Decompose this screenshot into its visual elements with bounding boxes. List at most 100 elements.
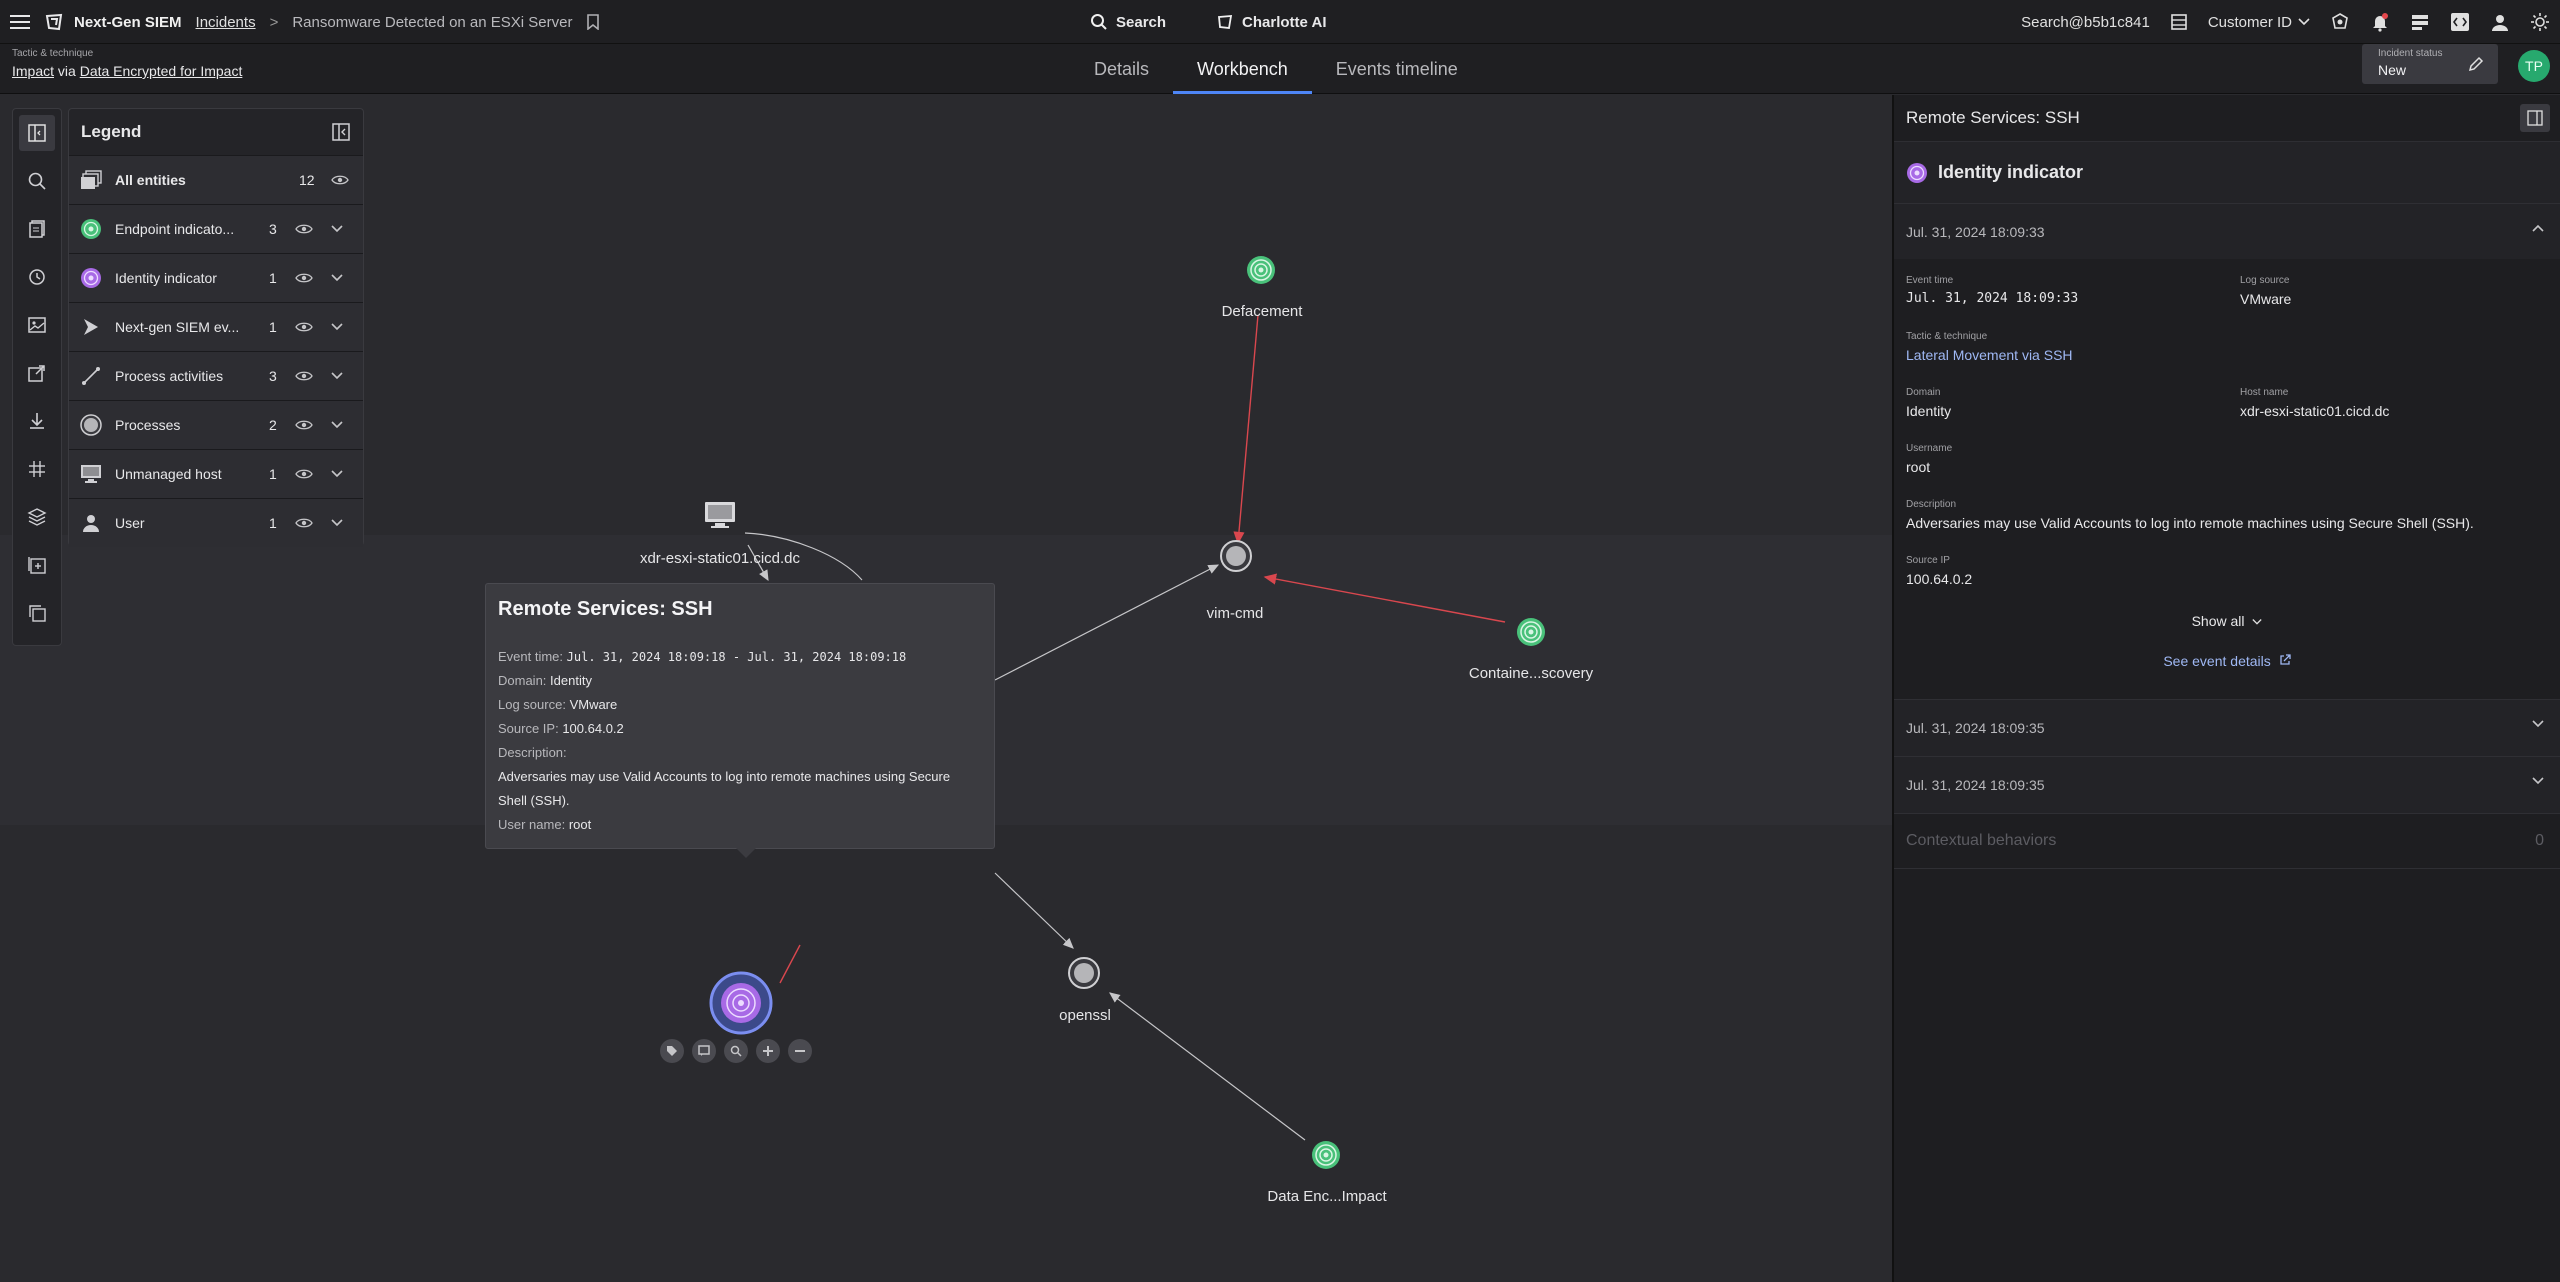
add-to-button[interactable] [19,547,55,583]
show-all-button[interactable]: Show all [1894,613,2560,629]
identity-indicator-title: Identity indicator [1938,162,2084,182]
bookmark-icon[interactable] [586,14,600,30]
app-brand[interactable]: Next-Gen SIEM [44,12,182,32]
legend-count: 1 [269,515,277,531]
layers-button[interactable] [19,499,55,535]
tab-workbench[interactable]: Workbench [1173,44,1312,94]
eye-icon[interactable] [295,272,313,284]
chevron-down-icon[interactable] [331,274,343,282]
field-event-time: Jul. 31, 2024 18:09:33 [1906,291,2079,306]
tooltip-source-ip: 100.64.0.2 [562,721,624,736]
documents-button[interactable] [19,211,55,247]
theme-toggle-icon[interactable] [2530,12,2550,32]
detail-panel: Remote Services: SSH Identity indicator … [1892,95,2560,1282]
node-unmanaged-host[interactable] [703,500,737,530]
history-button[interactable] [19,259,55,295]
legend-row-endpoint-indicator[interactable]: Endpoint indicato... 3 [69,204,363,253]
collapse-action-button[interactable] [788,1039,812,1063]
legend-row-siem-event[interactable]: Next-gen SIEM ev... 1 [69,302,363,351]
legend-row-identity-indicator[interactable]: Identity indicator 1 [69,253,363,302]
app-name: Next-Gen SIEM [74,13,182,31]
tactic-link[interactable]: Impact [12,63,55,79]
node-defacement[interactable] [1246,255,1276,285]
field-tactic-technique-link[interactable]: Lateral Movement via SSH [1906,347,2073,363]
copy-icon [29,605,46,622]
share-button[interactable] [19,355,55,391]
legend-row-user[interactable]: User 1 [69,498,363,547]
user-account-email[interactable]: Search@b5b1c841 [2021,13,2150,31]
node-container-discovery[interactable] [1516,617,1546,647]
eye-icon[interactable] [295,419,313,431]
legend-row-processes[interactable]: Processes 2 [69,400,363,449]
process-node-icon [1068,957,1100,989]
incident-status-field[interactable]: Incident status New [2362,44,2498,84]
legend-row-all-entities[interactable]: All entities 12 [69,155,363,204]
breadcrumb-incidents-link[interactable]: Incidents [195,13,256,31]
zoom-action-button[interactable] [724,1039,748,1063]
chevron-down-icon[interactable] [331,323,343,331]
endpoint-indicator-icon [79,217,103,241]
event-accordion-time: Jul. 31, 2024 18:09:33 [1906,223,2045,240]
eye-icon[interactable] [295,321,313,333]
eye-icon[interactable] [331,174,349,186]
eye-icon[interactable] [295,223,313,235]
chevron-down-icon[interactable] [331,421,343,429]
dock-panel-button[interactable] [2520,104,2550,132]
event-details-body: Event time Jul. 31, 2024 18:09:33 Log so… [1894,259,2560,699]
node-data-encrypted[interactable] [1311,1140,1341,1170]
see-event-details-link[interactable]: See event details [1894,653,2560,669]
tab-details[interactable]: Details [1094,58,1150,79]
chevron-down-icon[interactable] [331,372,343,380]
node-vim-cmd[interactable] [1220,540,1252,572]
messages-icon[interactable] [2410,12,2430,32]
event-accordion-time: Jul. 31, 2024 18:09:35 [1906,777,2045,793]
legend-count: 3 [269,221,277,237]
technique-link[interactable]: Data Encrypted for Impact [79,63,243,79]
tooltip-domain: Identity [550,673,592,688]
edit-pencil-icon[interactable] [2468,56,2484,72]
event-accordion-1[interactable]: Jul. 31, 2024 18:09:33 [1894,203,2560,259]
collapse-legend-icon[interactable] [331,122,351,142]
view-tabs: Details Workbench Events timeline [1070,44,1482,94]
chevron-down-icon[interactable] [331,519,343,527]
left-toolbar [12,108,62,646]
legend-row-unmanaged-host[interactable]: Unmanaged host 1 [69,449,363,498]
node-label-host: xdr-esxi-static01.cicd.dc [639,550,801,567]
event-accordion-2[interactable]: Jul. 31, 2024 18:09:35 [1894,699,2560,756]
chevron-down-icon[interactable] [331,470,343,478]
toggle-legend-button[interactable] [19,115,55,151]
search-button[interactable]: Search [1090,13,1166,31]
grid-button[interactable] [19,451,55,487]
customer-id-dropdown[interactable]: Customer ID [2208,14,2310,31]
grid-list-icon[interactable] [2170,13,2188,31]
eye-icon[interactable] [295,370,313,382]
notification-bell-icon[interactable] [2370,12,2390,32]
eye-icon[interactable] [295,468,313,480]
eye-icon[interactable] [295,517,313,529]
avatar[interactable]: TP [2518,50,2550,82]
charlotte-ai-button[interactable]: Charlotte AI [1216,13,1327,31]
code-icon[interactable] [2450,12,2470,32]
node-identity-indicator-selected[interactable] [709,971,773,1035]
legend-row-process-activities[interactable]: Process activities 3 [69,351,363,400]
node-openssl[interactable] [1068,957,1100,989]
chevron-down-icon[interactable] [331,225,343,233]
top-bar: Next-Gen SIEM Incidents > Ransomware Det… [0,0,2560,44]
image-button[interactable] [19,307,55,343]
tooltip-log-source: VMware [569,697,618,712]
comment-action-button[interactable] [692,1039,716,1063]
event-accordion-3[interactable]: Jul. 31, 2024 18:09:35 [1894,756,2560,813]
copy-button[interactable] [19,595,55,631]
tag-action-button[interactable] [660,1039,684,1063]
legend-label: Unmanaged host [115,466,222,482]
identity-indicator-icon [79,266,103,290]
comment-icon [698,1045,710,1056]
field-domain: Identity [1906,403,1952,419]
expand-action-button[interactable] [756,1039,780,1063]
tab-events-timeline[interactable]: Events timeline [1335,58,1458,79]
shield-icon[interactable] [2330,12,2350,32]
graph-search-button[interactable] [19,163,55,199]
user-profile-icon[interactable] [2490,12,2510,32]
hamburger-menu-icon[interactable] [10,14,30,30]
download-button[interactable] [19,403,55,439]
